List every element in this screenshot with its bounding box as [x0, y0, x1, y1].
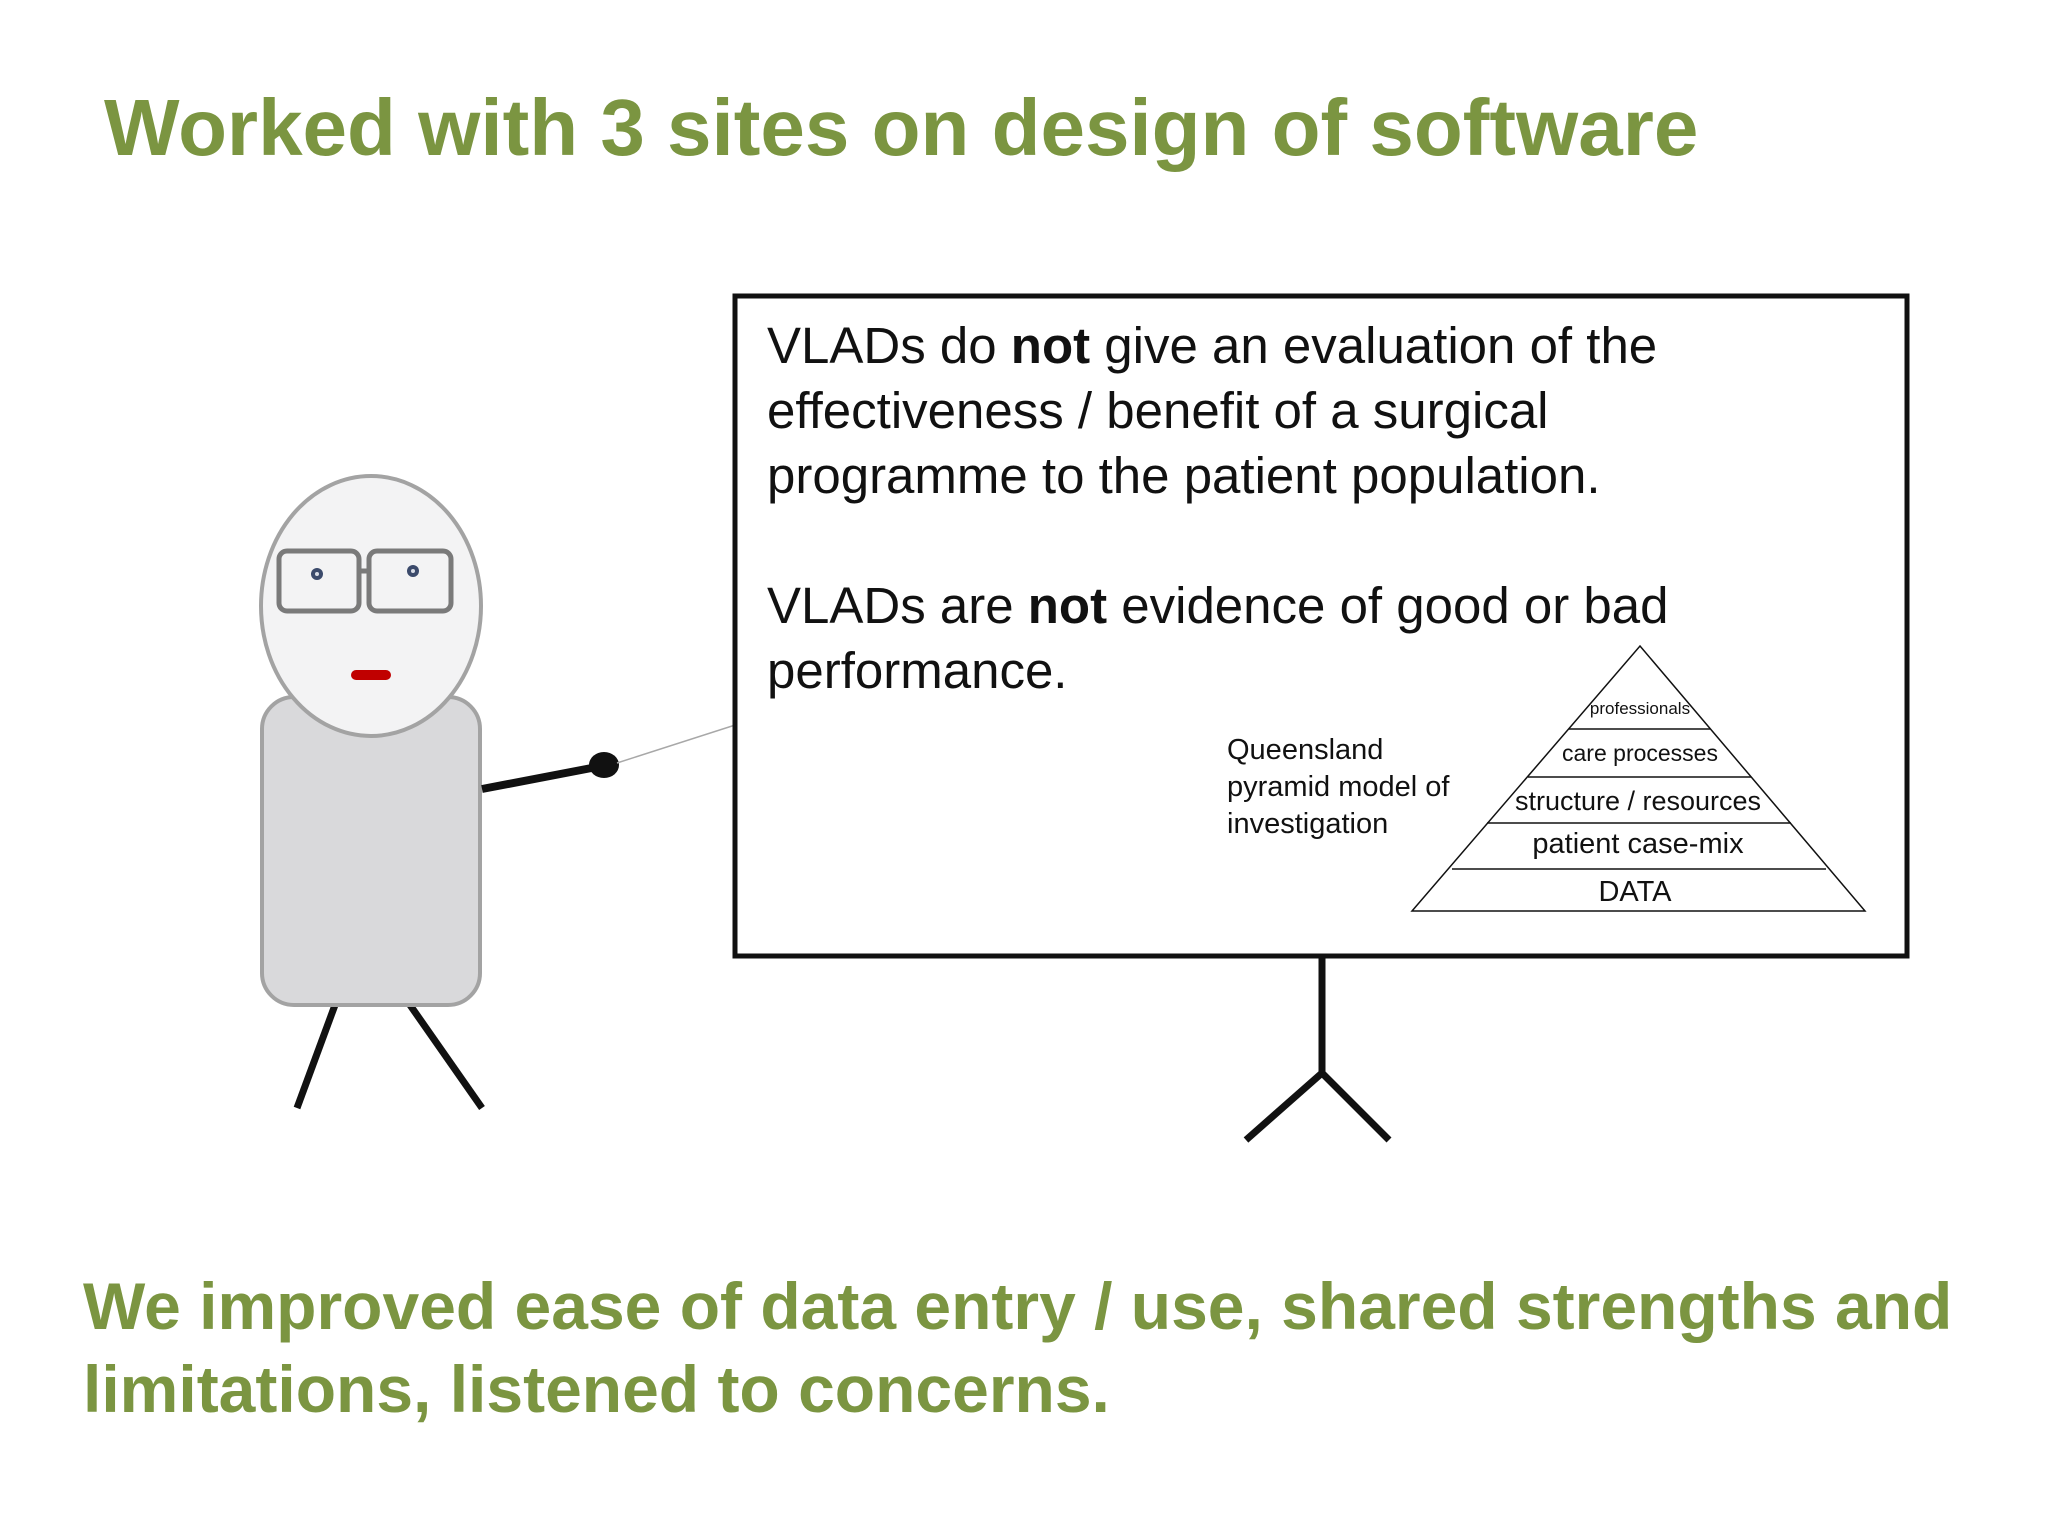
whiteboard [732, 293, 1910, 959]
easel-right-foot [1319, 1070, 1392, 1143]
slide-title: Worked with 3 sites on design of softwar… [104, 83, 1699, 172]
board-paragraph1-line2: effectiveness / benefit of a surgical [767, 382, 1549, 439]
presenter-right-leg [407, 1002, 485, 1111]
glasses-right-lens [366, 548, 454, 614]
emphasis-not: not [1011, 317, 1090, 374]
whiteboard-easel [732, 293, 1910, 1143]
footer-line1: We improved ease of data entry / use, sh… [83, 1269, 1953, 1343]
pyramid-level-data: DATA [1598, 876, 1672, 908]
pointer-tip [589, 752, 619, 778]
footer-line2: limitations, listened to concerns. [83, 1352, 1110, 1426]
board-paragraph1-line3: programme to the patient population. [767, 447, 1601, 504]
glasses-left-lens [276, 548, 362, 614]
pyramid-caption-line2: pyramid model of [1227, 771, 1450, 803]
easel-left-foot [1243, 1070, 1325, 1143]
pyramid-caption-line1: Queensland [1227, 734, 1383, 766]
presenter-arm [481, 762, 603, 793]
pyramid-level-care-processes: care processes [1562, 740, 1718, 766]
pyramid-outline [1410, 644, 1867, 912]
board-paragraph2-line2: performance. [767, 642, 1067, 699]
presenter-left-leg [293, 1003, 339, 1110]
presenter-body [260, 695, 482, 1007]
board-paragraph1-line1: VLADs do not give an evaluation of the [767, 317, 1657, 374]
pyramid-caption-line3: investigation [1227, 808, 1388, 840]
presenter-figure [259, 474, 1041, 1111]
pyramid-level-professionals: professionals [1590, 699, 1690, 718]
presenter-mouth [351, 670, 391, 680]
emphasis-not: not [1028, 577, 1107, 634]
pyramid-level-patient-case-mix: patient case-mix [1532, 828, 1744, 860]
pyramid-level-structure-resources: structure / resources [1515, 786, 1761, 816]
pyramid-diagram [1410, 644, 1867, 912]
slide-footer: We improved ease of data entry / use, sh… [83, 1265, 2043, 1431]
board-paragraph2-line1: VLADs are not evidence of good or bad [767, 577, 1669, 634]
